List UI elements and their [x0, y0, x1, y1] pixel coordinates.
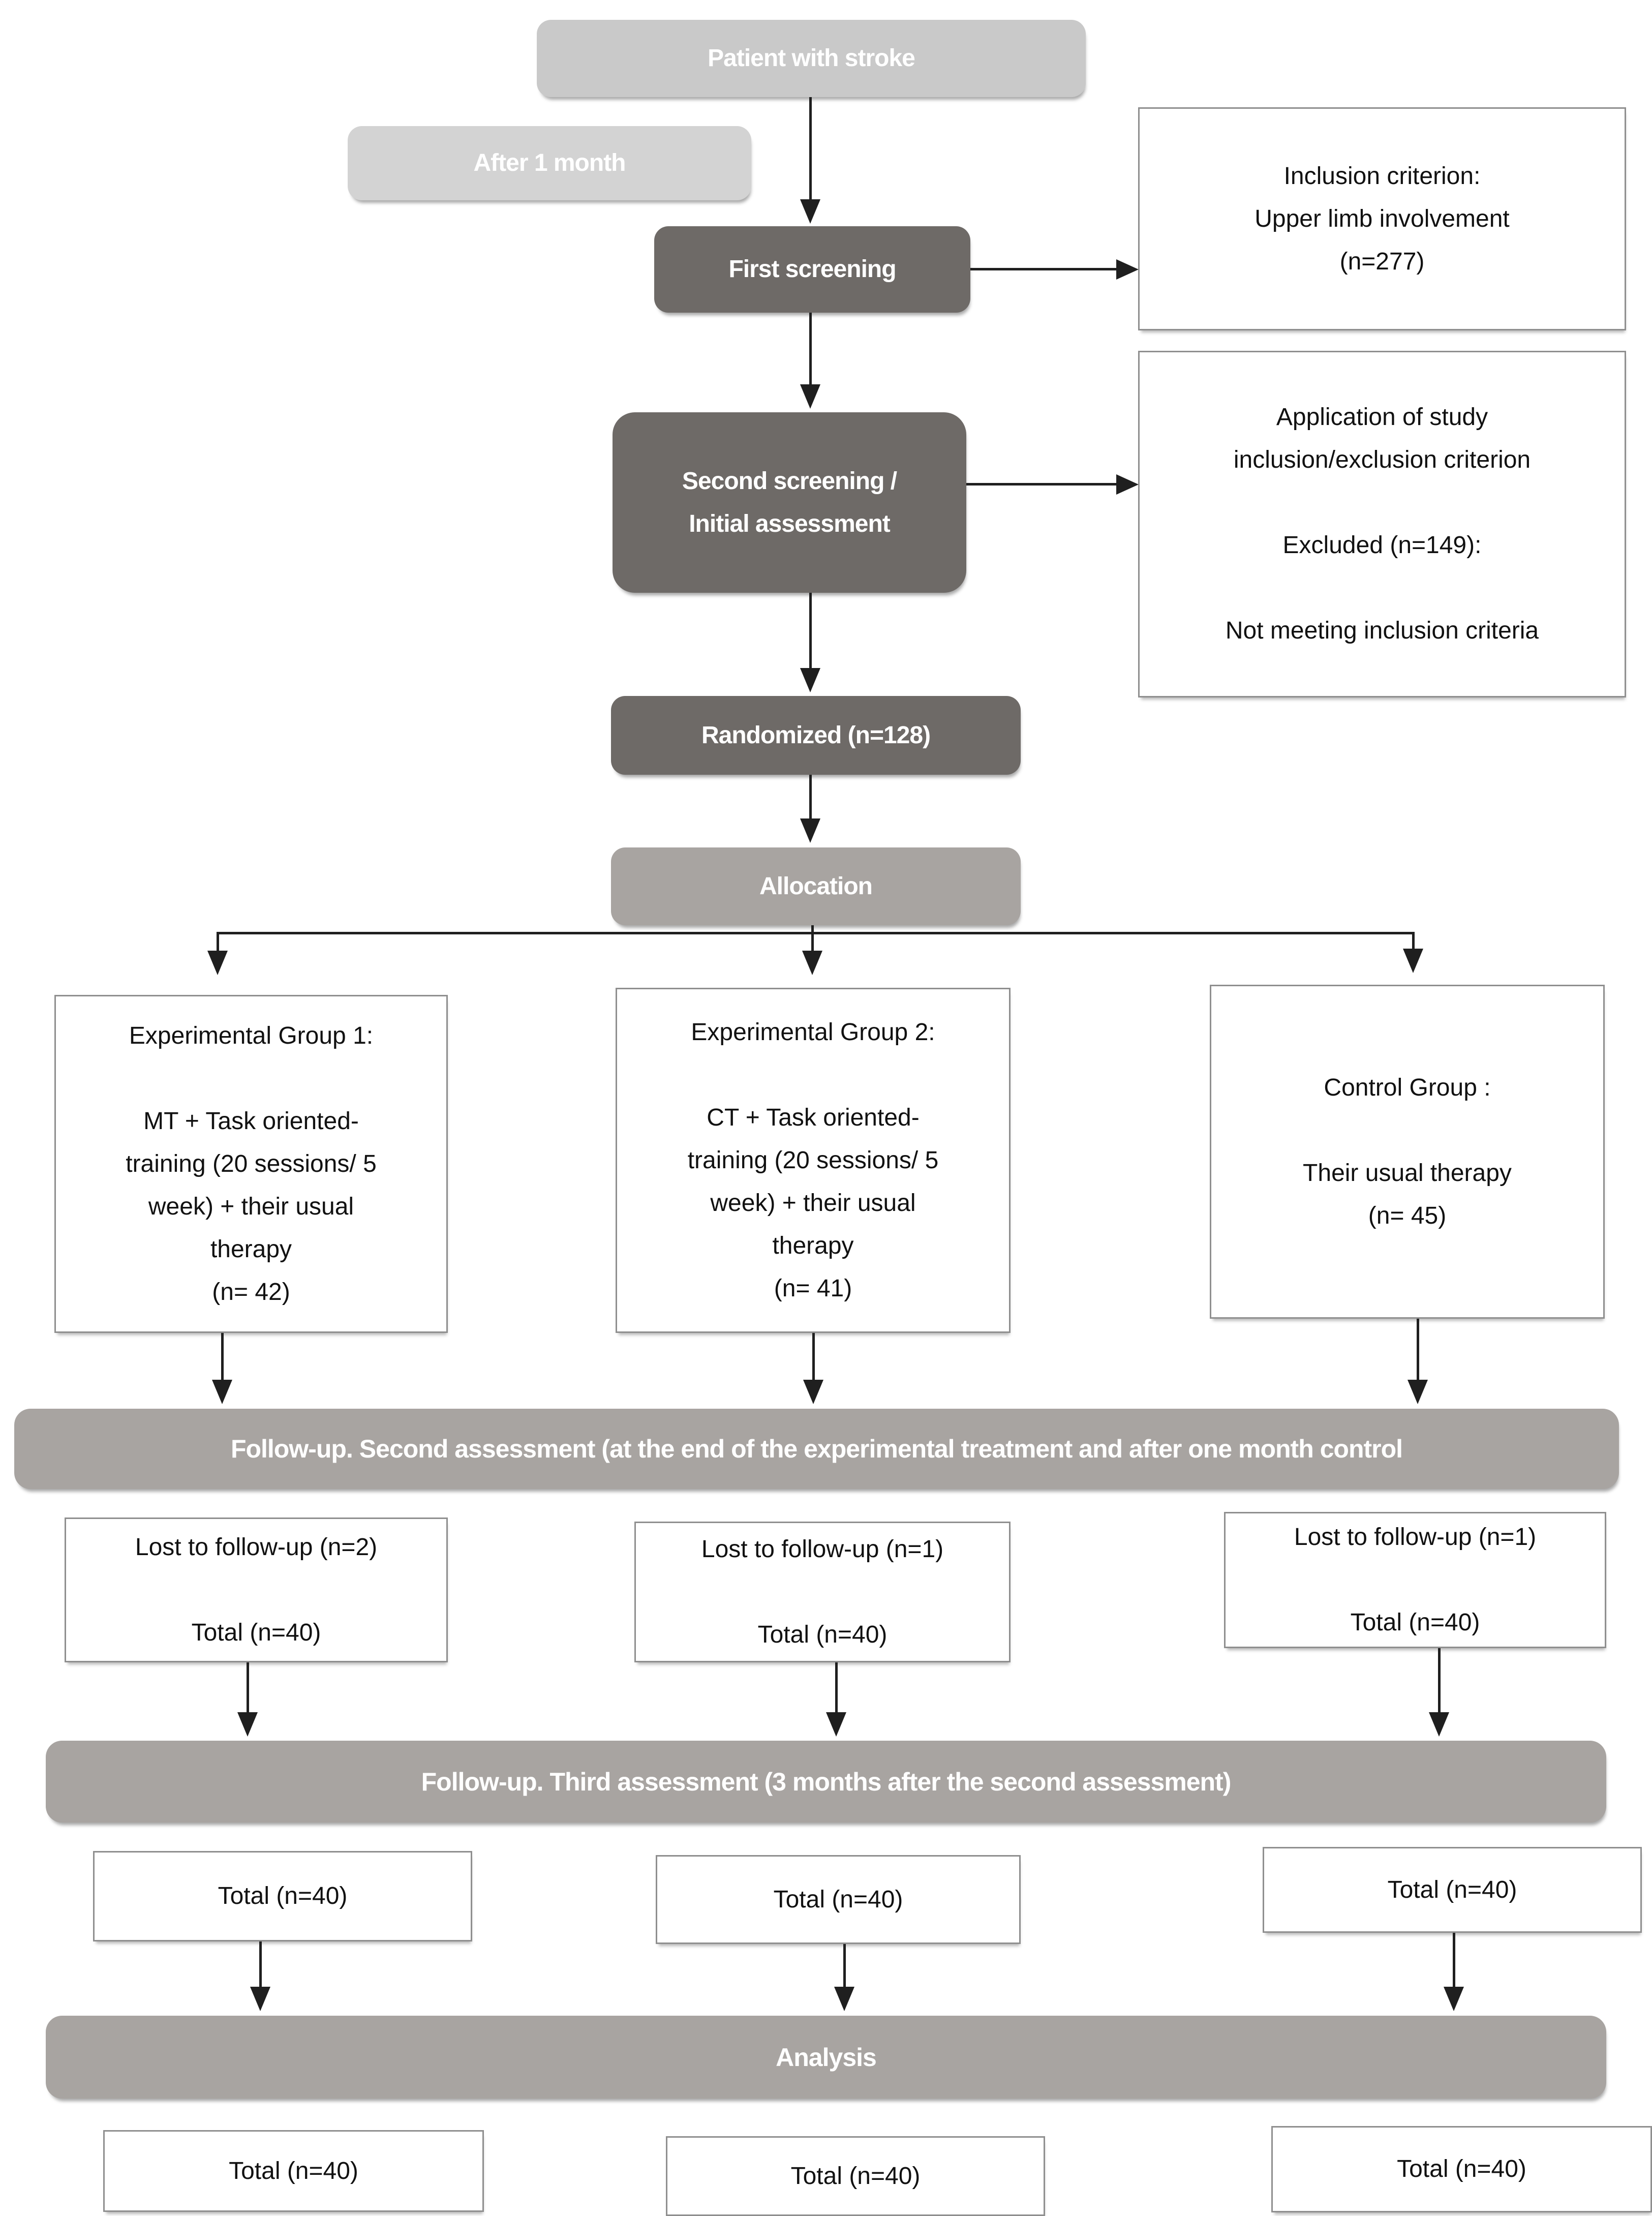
analysis-total-control-box: Total (n=40) [1271, 2126, 1652, 2212]
third-total-control-box: Total (n=40) [1263, 1847, 1642, 1933]
third-total-group1-box: Total (n=40) [93, 1851, 472, 1941]
arrow-second-to-exclusion-line [966, 483, 1116, 485]
followup-second-assessment-label: Follow-up. Second assessment (at the end… [230, 1435, 1403, 1463]
followup-third-assessment-label: Follow-up. Third assessment (3 months af… [421, 1767, 1232, 1796]
arrow-lost2-to-followup3-head [826, 1712, 846, 1737]
arrow-total2-to-analysis-line [843, 1944, 846, 1988]
allocation-label: Allocation [759, 872, 873, 900]
analysis-total-control-text: Total (n=40) [1397, 2156, 1526, 2182]
allocation-branch-line [218, 932, 1414, 934]
arrow-branch-control-head [1403, 949, 1423, 973]
arrow-branch-group1-line [217, 932, 219, 952]
lost-followup-group2-text: Lost to follow-up (n=1) Total (n=40) [701, 1535, 944, 1648]
arrow-control-to-followup2-line [1417, 1319, 1419, 1381]
allocation-branch-stub [811, 925, 814, 934]
second-screening-label: Second screening / Initial assessment [682, 467, 897, 537]
analysis-total-group2-text: Total (n=40) [790, 2162, 921, 2190]
patient-with-stroke-label: Patient with stroke [708, 45, 915, 72]
randomized-box: Randomized (n=128) [611, 696, 1021, 775]
arrow-branch-group2-line [811, 932, 814, 952]
analysis-label: Analysis [776, 2043, 877, 2072]
arrow-lost3-to-followup3-head [1429, 1712, 1449, 1737]
arrow-group1-to-followup2-line [221, 1333, 224, 1381]
arrow-group2-to-followup2-line [812, 1333, 815, 1381]
arrow-total3-to-analysis-head [1444, 1987, 1464, 2011]
analysis-total-group2-box: Total (n=40) [666, 2136, 1045, 2216]
randomized-label: Randomized (n=128) [701, 721, 931, 749]
first-screening-box: First screening [654, 226, 970, 313]
arrow-randomized-to-allocation-line [809, 775, 812, 819]
arrow-lost1-to-followup3-head [237, 1712, 258, 1737]
arrow-second-to-exclusion-head [1116, 474, 1139, 495]
lost-followup-control-text: Lost to follow-up (n=1) Total (n=40) [1294, 1524, 1537, 1636]
experimental-group-2-box: Experimental Group 2: CT + Task oriented… [616, 988, 1011, 1333]
inclusion-criterion-text: Inclusion criterion: Upper limb involvem… [1255, 162, 1510, 275]
exclusion-text: Application of study inclusion/exclusion… [1225, 404, 1539, 644]
allocation-box: Allocation [611, 847, 1021, 925]
control-group-box: Control Group : Their usual therapy (n= … [1210, 985, 1605, 1319]
lost-followup-group1-box: Lost to follow-up (n=2) Total (n=40) [65, 1517, 448, 1662]
lost-followup-control-box: Lost to follow-up (n=1) Total (n=40) [1224, 1512, 1606, 1648]
followup-third-assessment-bar: Follow-up. Third assessment (3 months af… [46, 1741, 1606, 1823]
arrow-patient-to-first-line [809, 97, 812, 201]
arrow-control-to-followup2-head [1408, 1380, 1428, 1404]
third-total-group2-text: Total (n=40) [773, 1886, 903, 1913]
inclusion-criterion-box: Inclusion criterion: Upper limb involvem… [1138, 107, 1626, 330]
arrow-randomized-to-allocation-head [800, 818, 820, 843]
experimental-group-1-box: Experimental Group 1: MT + Task oriented… [54, 995, 448, 1333]
third-total-group2-box: Total (n=40) [656, 1855, 1021, 1944]
arrow-second-to-randomized-head [800, 668, 820, 692]
arrow-branch-control-line [1412, 932, 1415, 951]
arrow-group2-to-followup2-head [803, 1380, 823, 1404]
control-group-text: Control Group : Their usual therapy (n= … [1303, 1074, 1512, 1229]
third-total-group1-text: Total (n=40) [218, 1883, 348, 1909]
third-total-control-text: Total (n=40) [1387, 1876, 1517, 1903]
arrow-first-to-inclusion-head [1116, 259, 1139, 280]
patient-with-stroke-box: Patient with stroke [537, 20, 1086, 97]
analysis-bar: Analysis [46, 2016, 1606, 2099]
after-1-month-label: After 1 month [473, 149, 626, 176]
arrow-first-to-second-line [809, 313, 812, 386]
arrow-total1-to-analysis-head [250, 1987, 270, 2011]
followup-second-assessment-bar: Follow-up. Second assessment (at the end… [14, 1409, 1619, 1489]
experimental-group-1-text: Experimental Group 1: MT + Task oriented… [126, 1022, 377, 1306]
arrow-total2-to-analysis-head [834, 1987, 854, 2011]
arrow-lost3-to-followup3-line [1438, 1648, 1441, 1713]
arrow-first-to-second-head [800, 384, 820, 409]
arrow-branch-group1-head [207, 951, 228, 975]
arrow-first-to-inclusion-line [970, 268, 1119, 270]
arrow-total3-to-analysis-line [1453, 1933, 1455, 1988]
arrow-patient-to-first-head [800, 199, 820, 224]
arrow-group1-to-followup2-head [212, 1380, 232, 1404]
arrow-lost1-to-followup3-line [247, 1662, 249, 1713]
exclusion-box: Application of study inclusion/exclusion… [1138, 351, 1626, 697]
arrow-total1-to-analysis-line [259, 1941, 262, 1988]
analysis-total-group1-box: Total (n=40) [103, 2130, 484, 2212]
arrow-lost2-to-followup3-line [835, 1662, 838, 1713]
arrow-second-to-randomized-line [809, 593, 812, 669]
experimental-group-2-text: Experimental Group 2: CT + Task oriented… [687, 1018, 939, 1302]
after-1-month-box: After 1 month [348, 126, 751, 200]
second-screening-box: Second screening / Initial assessment [613, 412, 966, 593]
arrow-branch-group2-head [802, 951, 822, 975]
first-screening-label: First screening [728, 256, 896, 283]
analysis-total-group1-text: Total (n=40) [229, 2157, 358, 2184]
lost-followup-group2-box: Lost to follow-up (n=1) Total (n=40) [634, 1522, 1011, 1662]
lost-followup-group1-text: Lost to follow-up (n=2) Total (n=40) [135, 1533, 378, 1646]
